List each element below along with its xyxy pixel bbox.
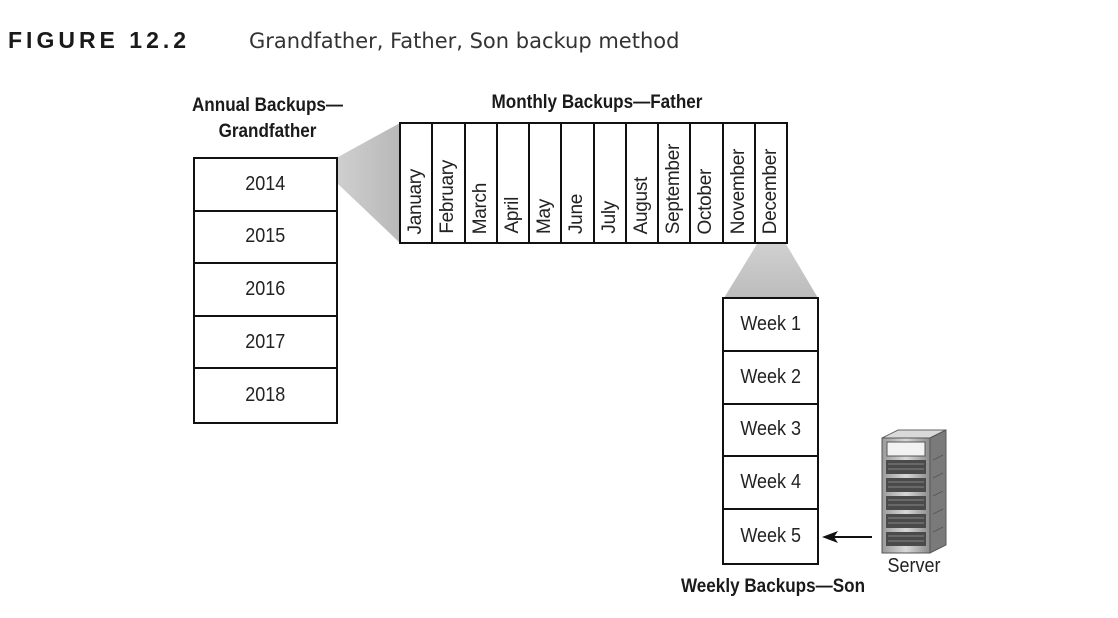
figure-caption: Grandfather, Father, Son backup method	[249, 29, 680, 53]
month-cell-july: July	[595, 124, 627, 242]
weekly-backups-heading: Weekly Backups—Son	[680, 576, 866, 597]
month-cell-august: August	[627, 124, 659, 242]
month-cell-november: November	[724, 124, 756, 242]
annual-to-monthly-funnel	[338, 123, 400, 243]
server-label: Server	[887, 555, 941, 577]
monthly-backups-strip: January February March April May June Ju…	[399, 122, 788, 244]
month-cell-march: March	[466, 124, 498, 242]
month-cell-october: October	[691, 124, 724, 242]
annual-backups-stack: 2014 2015 2016 2017 2018	[193, 157, 338, 424]
annual-heading-line2: Grandfather	[218, 121, 317, 142]
weekly-backups-stack: Week 1 Week 2 Week 3 Week 4 Week 5	[722, 297, 819, 565]
year-cell: 2015	[195, 212, 336, 265]
month-cell-june: June	[562, 124, 595, 242]
week-cell: Week 1	[724, 299, 817, 352]
month-cell-february: February	[433, 124, 466, 242]
monthly-backups-heading: Monthly Backups—Father	[491, 92, 703, 113]
annual-backups-heading: Annual Backups— Grandfather	[175, 93, 360, 145]
week-cell: Week 3	[724, 405, 817, 458]
year-cell: 2017	[195, 317, 336, 370]
month-cell-may: May	[530, 124, 563, 242]
monthly-to-weekly-funnel	[724, 244, 818, 298]
week-cell: Week 2	[724, 352, 817, 405]
month-cell-september: September	[659, 124, 692, 242]
server-to-week5-arrow	[822, 531, 872, 543]
month-cell-january: January	[401, 124, 434, 242]
server-rack-icon	[881, 429, 947, 554]
annual-heading-line1: Annual Backups—	[191, 95, 344, 116]
month-cell-december: December	[759, 148, 781, 234]
year-cell: 2014	[195, 159, 336, 212]
week-cell: Week 4	[724, 457, 817, 511]
figure-label: FIGURE 12.2	[8, 27, 191, 53]
month-cell-april: April	[498, 124, 530, 242]
year-cell: 2018	[245, 384, 286, 407]
year-cell: 2016	[195, 264, 336, 317]
week-cell: Week 5	[740, 525, 801, 548]
